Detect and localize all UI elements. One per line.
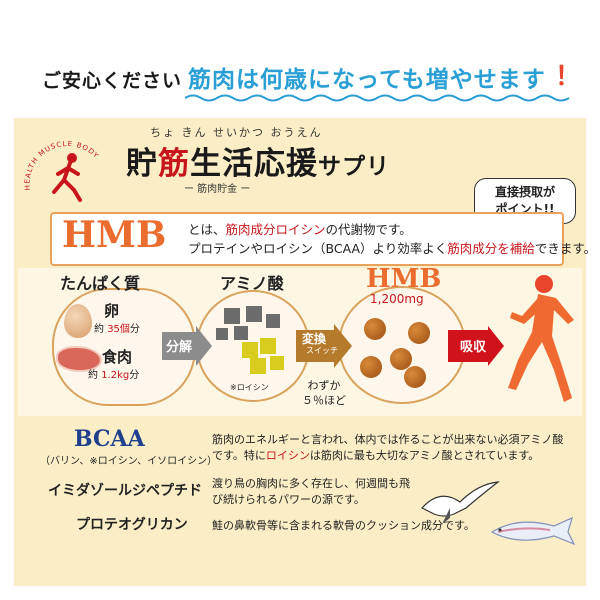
hmb-ball bbox=[360, 356, 382, 378]
egg-count: 約 35個分 bbox=[94, 320, 140, 335]
wazuka-line2: ５％ほど bbox=[302, 394, 346, 407]
hmb-flow-label: HMB bbox=[366, 264, 442, 294]
hmb-line1-red: 筋肉成分ロイシン bbox=[225, 222, 326, 237]
desc1-red: ロイシン bbox=[265, 449, 310, 462]
desc1-a: 筋肉のエネルギーと言われ、体内では作ることが出来ない必須アミノ酸です。特に bbox=[212, 433, 564, 462]
hmb-ball bbox=[408, 322, 430, 344]
hmb-mg: 1,200mg bbox=[370, 292, 424, 306]
meat-amount-b: 分 bbox=[129, 370, 140, 381]
egg-count-b: 分 bbox=[129, 324, 140, 335]
leucine-note: ※ロイシン bbox=[230, 383, 269, 392]
hmb-logo: HMB bbox=[62, 214, 167, 256]
imidazole-title: イミダゾールジペプチド bbox=[48, 483, 202, 499]
bird-icon bbox=[421, 481, 500, 524]
meat-amount-red: 1.2kg bbox=[101, 370, 130, 381]
egg-count-a: 約 bbox=[94, 324, 104, 335]
kyushu-label: 吸収 bbox=[460, 340, 487, 355]
salmon-icon bbox=[490, 516, 576, 546]
henkan-label: 変換 bbox=[302, 332, 327, 346]
henkan-arrow bbox=[296, 324, 352, 368]
header-left-text: ご安心ください bbox=[42, 70, 183, 92]
wazuka-line1: わずか bbox=[307, 379, 341, 392]
desc1-b: は筋肉に最も大切なアミノ酸とされています。 bbox=[309, 449, 540, 462]
hmb-line1-a: とは、 bbox=[188, 222, 226, 237]
header-headline: 筋肉は何歳になっても増やせます bbox=[188, 67, 546, 93]
title-accent: 筋 bbox=[158, 146, 190, 182]
imidazole-description: 渡り鳥の胸肉に多く存在し、何週間も飛び続けられるパワーの源です。 bbox=[212, 477, 410, 506]
runner-icon bbox=[508, 275, 574, 402]
kyushu-arrow bbox=[448, 326, 504, 366]
hmb-line2: プロテインやロイシン（BCAA）より効率よく筋肉成分を補給できます。 bbox=[188, 238, 596, 257]
title-part2: 生活応援 bbox=[190, 146, 318, 182]
title-subtitle: ー 筋肉貯金 ー bbox=[184, 184, 251, 195]
title-part1: 貯 bbox=[126, 146, 158, 182]
bunkai-label: 分解 bbox=[166, 340, 193, 355]
switch-label: スイッチ bbox=[306, 346, 338, 355]
hmb-line2-red: 筋肉成分を補給 bbox=[447, 241, 535, 256]
amino-cubes-icon bbox=[216, 306, 284, 374]
bcaa-description: 筋肉のエネルギーと言われ、体内では作ることが出来ない必須アミノ酸です。特にロイシ… bbox=[212, 432, 572, 464]
hmb-line1: とは、筋肉成分ロイシンの代謝物です。 bbox=[188, 219, 412, 238]
bcaa-title: BCAA bbox=[74, 426, 145, 452]
bubble-line1: 直接摂取が bbox=[494, 185, 555, 199]
meat-amount: 約 1.2kg分 bbox=[88, 366, 139, 381]
amino-label: アミノ酸 bbox=[220, 274, 284, 293]
hmb-info-box bbox=[50, 212, 564, 266]
hmb-ball bbox=[404, 366, 426, 388]
proteoglycan-title: プロテオグリカン bbox=[76, 517, 188, 533]
egg-label: 卵 bbox=[104, 302, 120, 320]
egg-count-red: 35個 bbox=[107, 324, 130, 335]
title: 貯筋生活応援サプリ bbox=[126, 138, 390, 183]
title-part3: サプリ bbox=[318, 154, 390, 180]
bunkai-arrow bbox=[162, 326, 212, 366]
header-wave-underline bbox=[185, 94, 570, 102]
hmb-line1-b: の代謝物です。 bbox=[325, 222, 412, 237]
hmb-ball bbox=[364, 318, 386, 340]
meat-label: 食肉 bbox=[102, 348, 133, 366]
meat-icon bbox=[56, 346, 102, 372]
proteoglycan-description: 鮭の鼻軟骨等に含まれる軟骨のクッション成分です。 bbox=[212, 519, 475, 532]
egg-icon bbox=[64, 304, 92, 338]
hmb-ball bbox=[390, 348, 412, 370]
title-ruby: ちょ きん せいかつ おうえん bbox=[150, 126, 323, 139]
health-muscle-body-logo: HEALTH MUSCLE BODY bbox=[20, 128, 110, 212]
header-exclamation: ！ bbox=[555, 62, 582, 92]
hmb-line2-b: できます。 bbox=[534, 241, 597, 256]
protein-label: たんぱく質 bbox=[60, 274, 141, 293]
hmb-line2-a: プロテインやロイシン（BCAA）より効率よく bbox=[188, 241, 448, 256]
meat-amount-a: 約 bbox=[88, 370, 98, 381]
wazuka-text: わずか ５％ほど bbox=[302, 378, 346, 408]
bcaa-subtitle: （バリン、※ロイシン、イソロイシン） bbox=[40, 456, 218, 467]
